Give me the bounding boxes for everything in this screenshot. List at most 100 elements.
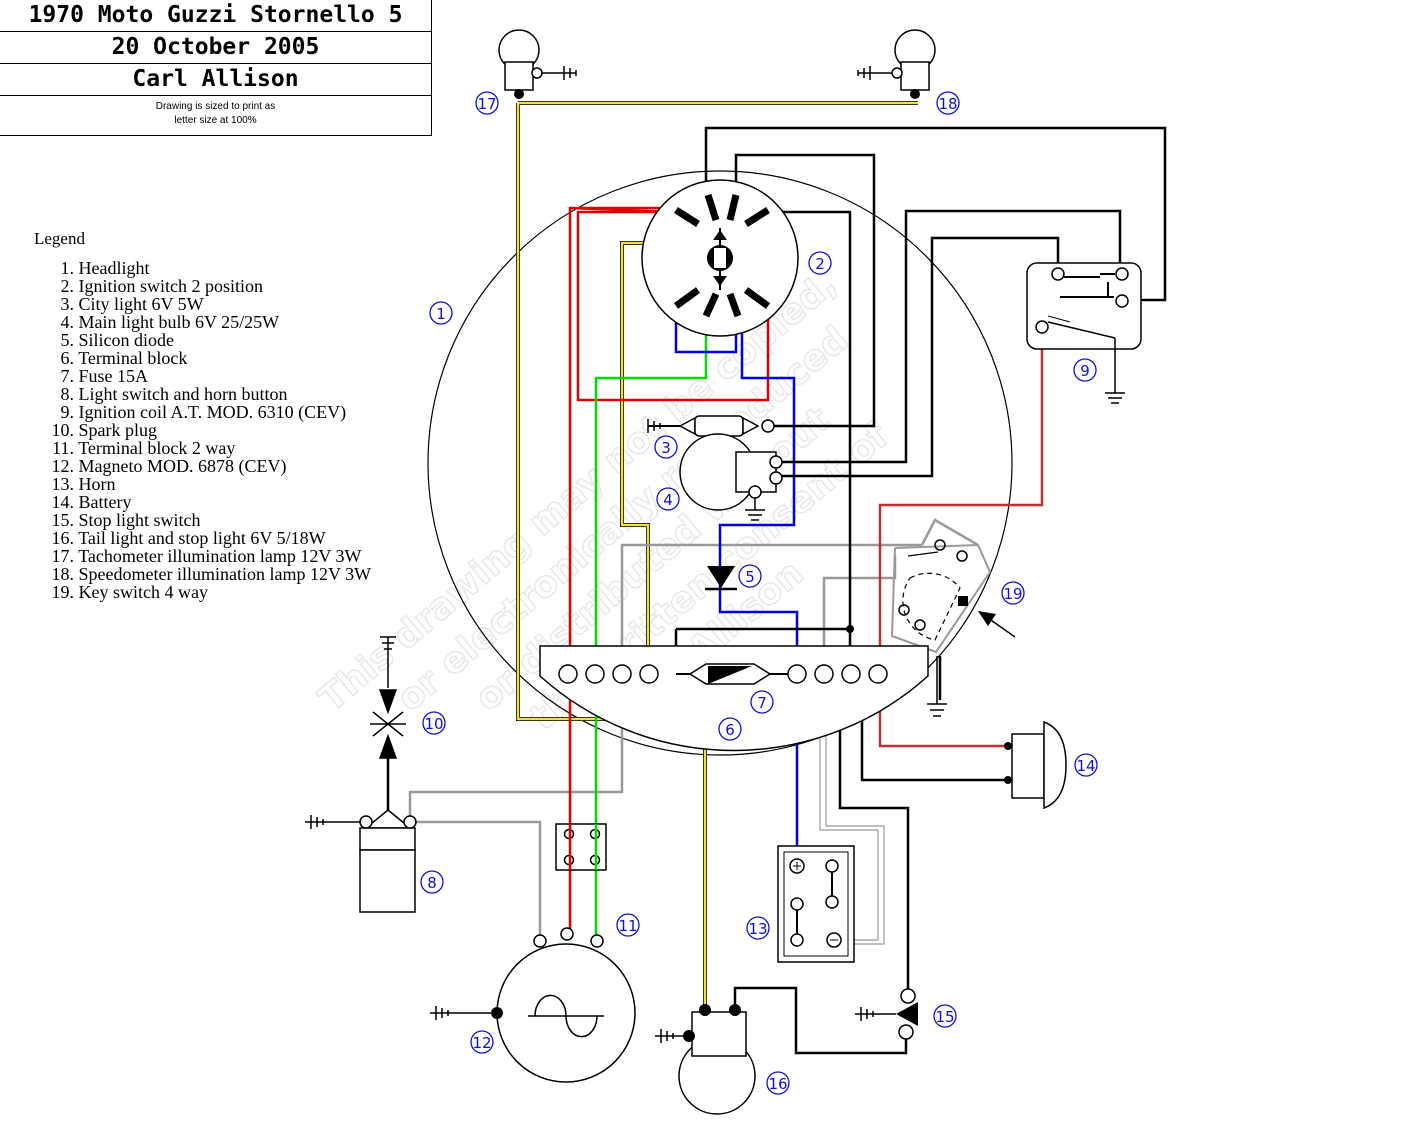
drawing-author: Carl Allison bbox=[0, 64, 431, 96]
callout-11: 11 bbox=[616, 913, 640, 937]
callout-number: 12 bbox=[472, 1034, 491, 1052]
legend-item-label: Fuse 15A bbox=[78, 366, 149, 386]
callout-circle bbox=[654, 435, 678, 459]
legend-item-number: 12. bbox=[51, 456, 75, 476]
legend-item: 19. Key switch 4 way bbox=[34, 583, 371, 601]
callout-circle bbox=[766, 1071, 790, 1095]
legend-item-number: 19. bbox=[51, 582, 75, 602]
legend-item-number: 4. bbox=[60, 312, 75, 332]
callout-18: 18 bbox=[936, 91, 960, 115]
legend-item-number: 13. bbox=[51, 474, 75, 494]
legend-item-label: Light switch and horn button bbox=[78, 384, 288, 404]
callout-8: 8 bbox=[420, 870, 444, 894]
legend-item-label: City light 6V 5W bbox=[78, 294, 204, 314]
legend-item-label: Key switch 4 way bbox=[78, 582, 208, 602]
key-arrow bbox=[978, 611, 1016, 638]
legend-item-number: 17. bbox=[51, 546, 75, 566]
junction-dot bbox=[846, 625, 854, 633]
dark-red-wires bbox=[878, 328, 1044, 748]
callout-circle bbox=[933, 1004, 957, 1028]
legend-item-number: 1. bbox=[60, 258, 75, 278]
legend-item-number: 2. bbox=[60, 276, 75, 296]
legend-item-number: 7. bbox=[60, 366, 75, 386]
callout-9: 9 bbox=[1073, 358, 1097, 382]
legend-item: 14. Battery bbox=[34, 493, 371, 511]
legend-item-number: 9. bbox=[60, 402, 75, 422]
key-switch-19 bbox=[890, 539, 992, 654]
legend-item-number: 14. bbox=[51, 492, 75, 512]
callout-circle bbox=[718, 717, 742, 741]
legend-item: 3. City light 6V 5W bbox=[34, 295, 371, 313]
callout-2: 2 bbox=[808, 251, 832, 275]
legend-item: 11. Terminal block 2 way bbox=[34, 439, 371, 457]
callout-circle bbox=[750, 690, 774, 714]
legend-item-label: Magneto MOD. 6878 (CEV) bbox=[78, 456, 287, 476]
legend-item-number: 8. bbox=[60, 384, 75, 404]
legend-item-label: Terminal block 2 way bbox=[78, 438, 236, 458]
callout-number: 5 bbox=[745, 568, 755, 586]
gray-wires bbox=[408, 518, 979, 938]
legend-item: 13. Horn bbox=[34, 475, 371, 493]
legend-item: 7. Fuse 15A bbox=[34, 367, 371, 385]
magneto-12 bbox=[430, 927, 636, 1083]
legend-item-label: Silicon diode bbox=[78, 330, 175, 350]
terminal-block-terminals bbox=[558, 664, 888, 684]
spark-plug-10 bbox=[370, 636, 406, 812]
callout-17: 17 bbox=[475, 91, 499, 115]
drawing-title: 1970 Moto Guzzi Stornello 5 bbox=[0, 0, 431, 32]
legend-title: Legend bbox=[34, 229, 85, 248]
legend-item-number: 5. bbox=[60, 330, 75, 350]
legend-item-label: Terminal block bbox=[78, 348, 188, 368]
legend-item-label: Horn bbox=[78, 474, 116, 494]
callout-5: 5 bbox=[738, 564, 762, 588]
legend-item: 4. Main light bulb 6V 25/25W bbox=[34, 313, 371, 331]
print-note: Drawing is sized to print as letter size… bbox=[0, 96, 431, 128]
callout-circle bbox=[422, 711, 446, 735]
callout-circle bbox=[808, 251, 832, 275]
legend-item: 6. Terminal block bbox=[34, 349, 371, 367]
legend-item-label: Main light bulb 6V 25/25W bbox=[78, 312, 280, 332]
horn-13 bbox=[777, 845, 855, 963]
legend-item: 10. Spark plug bbox=[34, 421, 371, 439]
legend-item-label: Ignition switch 2 position bbox=[78, 276, 264, 296]
callout-10: 10 bbox=[422, 711, 446, 735]
legend-item-label: Stop light switch bbox=[78, 510, 201, 530]
fuse-7 bbox=[676, 663, 790, 685]
battery-14 bbox=[1004, 720, 1067, 810]
legend-item-label: Ignition coil A.T. MOD. 6310 (CEV) bbox=[78, 402, 347, 422]
headlight-outline bbox=[427, 170, 1013, 756]
callout-number: 16 bbox=[768, 1075, 787, 1093]
legend-item-label: Battery bbox=[78, 492, 132, 512]
callout-12: 12 bbox=[470, 1030, 494, 1054]
title-block: 1970 Moto Guzzi Stornello 5 20 October 2… bbox=[0, 0, 432, 136]
callout-circle bbox=[470, 1030, 494, 1054]
legend-item-label: Speedometer illumination lamp 12V 3W bbox=[78, 564, 372, 584]
legend-item-label: Tachometer illumination lamp 12V 3W bbox=[78, 546, 362, 566]
callout-3: 3 bbox=[654, 435, 678, 459]
callout-15: 15 bbox=[933, 1004, 957, 1028]
callout-number: 3 bbox=[661, 439, 671, 457]
callout-6: 6 bbox=[718, 717, 742, 741]
legend-item: 15. Stop light switch bbox=[34, 511, 371, 529]
callout-7: 7 bbox=[750, 690, 774, 714]
callout-circle bbox=[746, 916, 770, 940]
legend-item-number: 3. bbox=[60, 294, 75, 314]
legend-item: 8. Light switch and horn button bbox=[34, 385, 371, 403]
callout-number: 7 bbox=[757, 694, 767, 712]
terminal-block-11 bbox=[555, 823, 607, 871]
callout-number: 13 bbox=[748, 920, 767, 938]
main-bulb-4 bbox=[679, 433, 783, 521]
callout-13: 13 bbox=[746, 916, 770, 940]
callout-number: 8 bbox=[427, 874, 437, 892]
callout-circle bbox=[1001, 581, 1025, 605]
light-switch-8 bbox=[305, 809, 417, 913]
legend-item-label: Spark plug bbox=[78, 420, 158, 440]
callout-number: 11 bbox=[618, 917, 637, 935]
legend-item-label: Tail light and stop light 6V 5/18W bbox=[78, 528, 326, 548]
legend-item-number: 18. bbox=[51, 564, 75, 584]
tacho-lamp-17 bbox=[498, 29, 577, 99]
callout-number: 1 bbox=[436, 305, 446, 323]
